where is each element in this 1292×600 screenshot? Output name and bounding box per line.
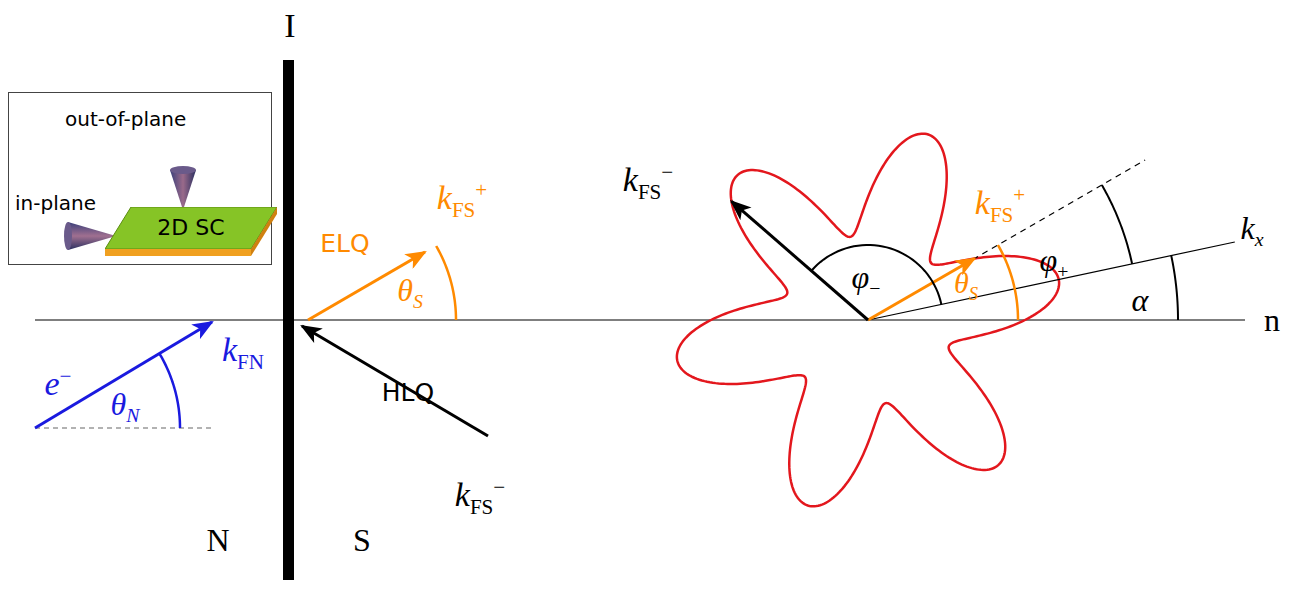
- angle-label: θS: [396, 274, 424, 306]
- angle-label: θN: [110, 388, 141, 420]
- hlq-arrow: [302, 326, 488, 436]
- region-label: S: [352, 524, 372, 556]
- electron-arrow: [35, 322, 212, 428]
- probe-label: out-of-plane: [65, 109, 186, 129]
- angle-label: φ+: [1039, 244, 1070, 276]
- particle-label: e−: [44, 367, 73, 401]
- theta-arc: [998, 245, 1018, 320]
- angle-arc: [159, 353, 180, 428]
- gap-rosette: [677, 134, 1059, 507]
- quasiparticle-label: HLQ: [381, 380, 435, 405]
- normal-axis: [35, 319, 1245, 320]
- region-label: N: [205, 524, 230, 556]
- direction-line: [868, 160, 1145, 320]
- wavevector-label: kFS+: [436, 181, 488, 215]
- wavevector-label: kFS−: [454, 478, 506, 512]
- angle-label: θS: [953, 268, 979, 298]
- axis-label: kx: [1239, 212, 1264, 244]
- inset-box: 2D SC out-of-plane in-plane: [8, 92, 272, 265]
- elq-arrow: [308, 252, 425, 320]
- phi-plus-arc: [1102, 185, 1132, 264]
- sample-plate: 2D SC: [105, 207, 277, 249]
- probe-label: in-plane: [15, 193, 96, 213]
- angle-label: α: [1131, 284, 1150, 316]
- tip-cone: [64, 222, 72, 250]
- interface-label: I: [283, 9, 296, 43]
- kfs-minus-arrow: [731, 201, 868, 320]
- quasiparticle-label: ELQ: [319, 231, 370, 256]
- alpha-arc: [1171, 256, 1178, 320]
- angle-arc: [436, 246, 456, 320]
- wavevector-label: kFS+: [974, 186, 1026, 220]
- wavevector-label: kFS−: [622, 163, 674, 197]
- reference-line: [35, 427, 215, 428]
- angle-label: φ−: [851, 261, 882, 293]
- axis-label: n: [1263, 304, 1281, 336]
- wavevector-label: kFN: [221, 333, 265, 367]
- tip-cone: [170, 166, 196, 174]
- tip-cone: [170, 170, 196, 210]
- sample-label: 2D SC: [157, 217, 224, 239]
- interface-barrier: [283, 60, 294, 580]
- kx-axis: [868, 242, 1235, 320]
- phi-minus-arc: [811, 245, 941, 304]
